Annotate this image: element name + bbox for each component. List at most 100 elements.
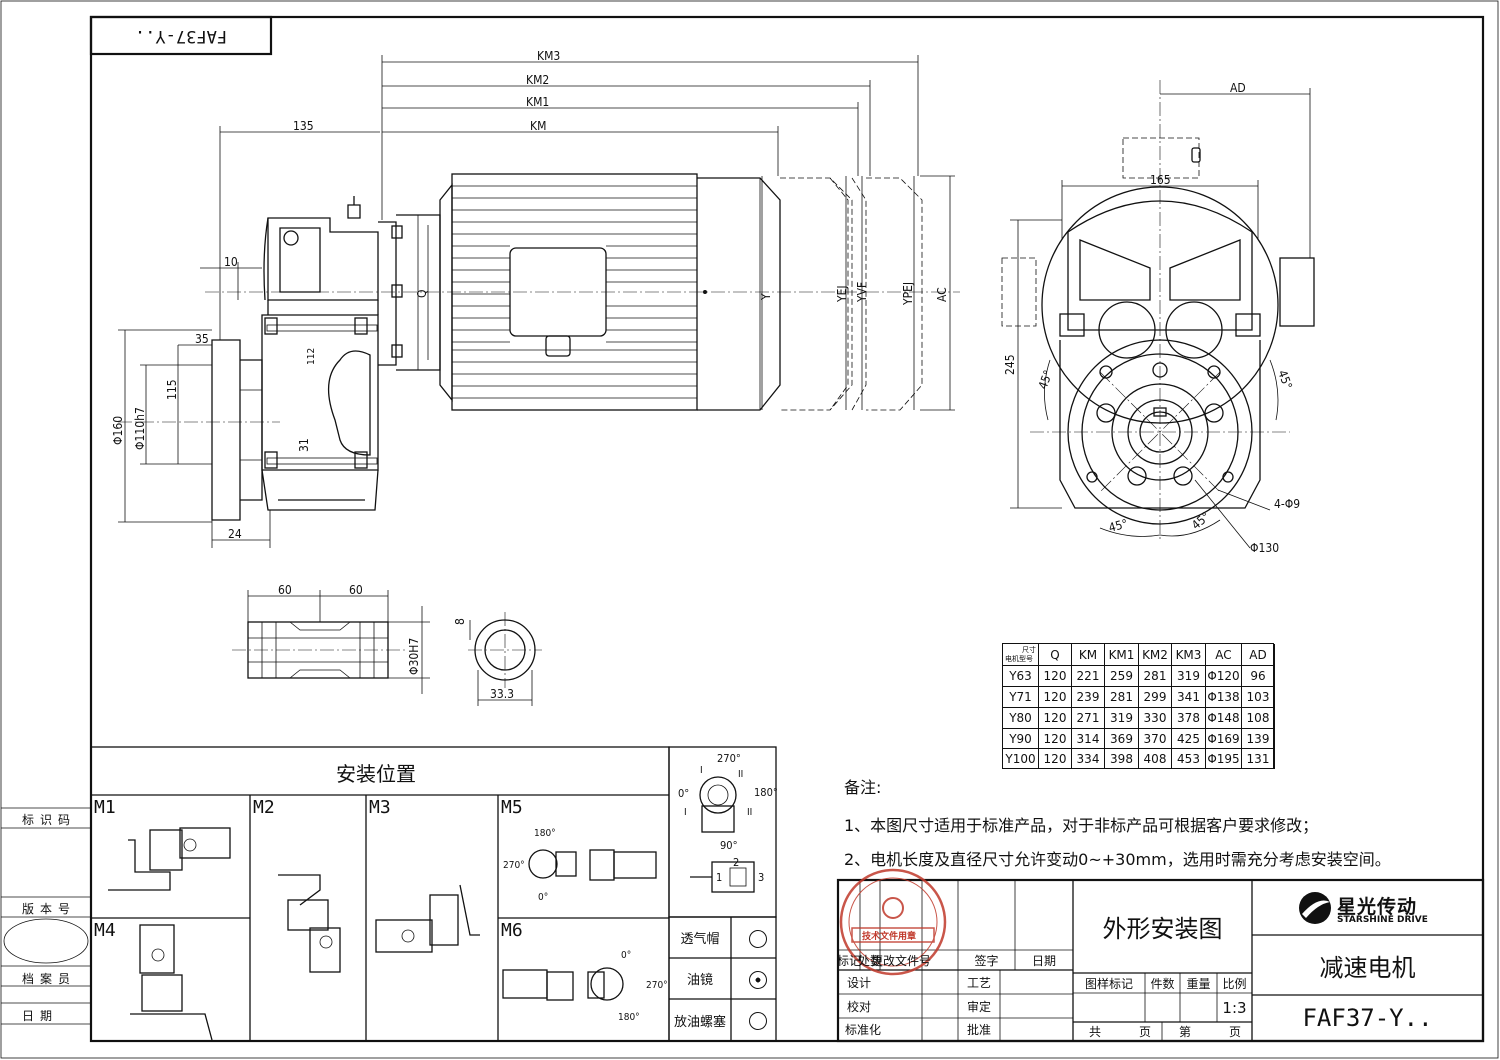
front-view <box>118 173 960 521</box>
rev-col-sign: 签字 <box>974 953 999 968</box>
corner-top-label: 尺寸 <box>1022 645 1036 654</box>
dim-yvf: YVF <box>855 282 869 303</box>
dim-60-right: 60 <box>349 583 363 597</box>
spec-cell: 120 <box>1039 666 1072 687</box>
spec-row-model: Y71 <box>1003 687 1039 708</box>
mark-1: 1 <box>716 871 722 884</box>
drain-plug-symbol-icon <box>749 1012 767 1030</box>
mark-roman-2-top: II <box>738 769 743 780</box>
dim-112: 112 <box>306 348 317 365</box>
spec-cell: 271 <box>1072 708 1105 729</box>
spec-row-model: Y100 <box>1003 749 1039 769</box>
dim-45-bottom-left: 45° <box>1107 516 1129 534</box>
rev-col-count: 处数 <box>858 953 883 968</box>
mount-label-m6: M6 <box>501 920 523 941</box>
scale-value: 1:3 <box>1222 998 1247 1017</box>
title-block <box>836 868 1485 1043</box>
spec-cell: 378 <box>1172 708 1206 729</box>
dim-ac: AC <box>935 287 949 302</box>
product-name: 减速电机 <box>1319 953 1416 982</box>
dim-ad: AD <box>1230 81 1246 95</box>
company-name-en: STARSHINE DRIVE <box>1337 915 1428 925</box>
mark-roman-1-top: I <box>700 765 703 776</box>
dim-yej: YEJ <box>835 285 849 303</box>
stage-pieces: 件数 <box>1150 976 1175 991</box>
dim-24: 24 <box>228 527 242 541</box>
spec-cell: 139 <box>1242 729 1275 749</box>
breather-symbol-icon <box>749 930 767 948</box>
spec-row-model: Y90 <box>1003 729 1039 749</box>
spec-cell: Φ169 <box>1206 729 1242 749</box>
dim-km2: KM2 <box>526 73 549 87</box>
angle-0-left: 0° <box>678 787 689 800</box>
spec-header-cell: KM2 <box>1139 644 1172 666</box>
total-label: 共 <box>1088 1025 1101 1039</box>
dim-110h7: Φ110h7 <box>133 407 147 450</box>
stamp-label: 技术文件用章 <box>862 930 916 942</box>
spec-cell: Φ120 <box>1206 666 1242 687</box>
mark-3: 3 <box>758 871 764 884</box>
m6-angle-0: 0° <box>621 950 631 961</box>
dim-160: Φ160 <box>111 416 125 445</box>
spec-cell: 96 <box>1242 666 1275 687</box>
spec-cell: Φ195 <box>1206 749 1242 769</box>
role-check: 校对 <box>846 999 871 1014</box>
spec-cell: 319 <box>1172 666 1206 687</box>
m6-angle-270: 270° <box>646 980 668 991</box>
stage-scale: 比例 <box>1222 976 1247 991</box>
dim-135: 135 <box>293 119 314 133</box>
spec-cell: 299 <box>1139 687 1172 708</box>
dim-35: 35 <box>195 332 209 346</box>
mark-roman-2-right: II <box>747 807 752 818</box>
spec-row-model: Y63 <box>1003 666 1039 687</box>
spec-cell: 425 <box>1172 729 1206 749</box>
side-view <box>1001 80 1315 540</box>
spec-header-cell: KM <box>1072 644 1105 666</box>
rev-col-doc: 更改文件号 <box>871 953 932 968</box>
spec-cell: 369 <box>1105 729 1139 749</box>
notes-line-1: 1、本图尺寸适用于标准产品，对于非标产品可根据客户要求修改； <box>844 816 1319 835</box>
notes-line-2: 2、电机长度及直径尺寸允许变动0~+30mm，选用时需充分考虑安装空间。 <box>844 850 1391 869</box>
spec-cell: 398 <box>1105 749 1139 769</box>
spec-cell: Φ138 <box>1206 687 1242 708</box>
spec-cell: 221 <box>1072 666 1105 687</box>
legend-breather: 透气帽 <box>680 932 720 947</box>
rev-col-mark: 标记 <box>837 953 862 968</box>
spec-header-cell: AD <box>1242 644 1275 666</box>
mount-label-m4: M4 <box>94 920 116 941</box>
spec-row-model: Y80 <box>1003 708 1039 729</box>
spec-cell: 120 <box>1039 708 1072 729</box>
code-box <box>89 15 273 56</box>
side-label-archivist: 档案员 <box>22 972 77 986</box>
notes-heading: 备注: <box>844 778 882 797</box>
stage-weight: 重量 <box>1186 976 1211 991</box>
sheet-label: 第 <box>1178 1025 1191 1039</box>
spec-cell: 120 <box>1039 687 1072 708</box>
spec-table-corner: 尺寸 电机型号 <box>1003 644 1039 666</box>
product-model: FAF37-Y.. <box>1302 1004 1433 1032</box>
spec-cell: 120 <box>1039 729 1072 749</box>
dim-245: 245 <box>1003 354 1017 375</box>
side-oval <box>3 918 89 964</box>
mark-2: 2 <box>733 856 739 869</box>
m5-angle-180: 180° <box>534 828 556 839</box>
role-approve: 批准 <box>966 1023 991 1037</box>
spec-cell: 120 <box>1039 749 1072 769</box>
spec-cell: 370 <box>1139 729 1172 749</box>
spec-cell: 334 <box>1072 749 1105 769</box>
spec-cell: 314 <box>1072 729 1105 749</box>
dim-ypej: YPEJ <box>901 282 915 306</box>
spec-cell: 281 <box>1139 666 1172 687</box>
dim-115: 115 <box>165 379 179 400</box>
dim-130: Φ130 <box>1250 541 1279 555</box>
dim-q: Q <box>415 290 429 299</box>
side-label-id-code: 标识码 <box>22 813 77 827</box>
dim-45-right: 45° <box>1275 368 1295 391</box>
angle-180-right: 180° <box>754 786 778 799</box>
inner-frame <box>89 15 1485 1043</box>
spec-cell: Φ148 <box>1206 708 1242 729</box>
mount-label-m5: M5 <box>501 797 523 818</box>
dim-8: 8 <box>453 618 467 625</box>
